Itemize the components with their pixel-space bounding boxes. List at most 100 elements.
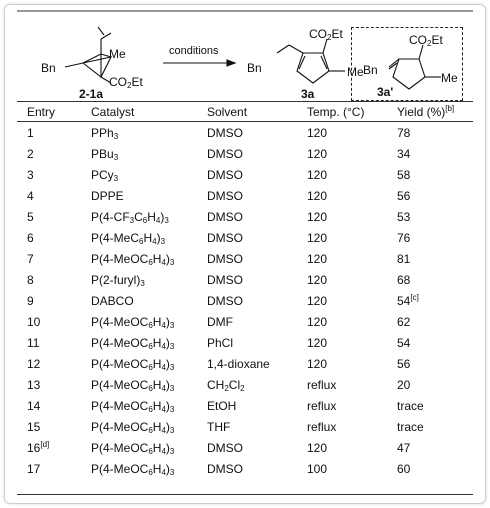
sm-compound-label: 2-1a bbox=[79, 87, 104, 101]
solvent-cell-text: DMSO bbox=[207, 251, 243, 266]
p1-ester-label: CO2Et bbox=[309, 27, 343, 42]
temp-cell: 120 bbox=[307, 332, 397, 353]
table-header-row: Entry Catalyst Solvent Temp. (°C) Yield … bbox=[17, 102, 473, 122]
solvent-cell-text: DMSO bbox=[207, 188, 243, 203]
entry-cell-text: 10 bbox=[27, 314, 41, 329]
temp-cell: 120 bbox=[307, 206, 397, 227]
yield-cell-text: 81 bbox=[397, 251, 411, 266]
temp-cell: 120 bbox=[307, 185, 397, 206]
yield-cell-text: 60 bbox=[397, 461, 411, 476]
entry-cell-text: 11 bbox=[27, 335, 40, 350]
catalyst-cell-text: P(4-MeOC6H4)3 bbox=[91, 398, 175, 414]
temp-cell-text: 120 bbox=[307, 293, 328, 308]
temp-cell: 120 bbox=[307, 290, 397, 311]
solvent-cell: DMF bbox=[207, 311, 307, 332]
catalyst-cell-text: P(4-MeC6H4)3 bbox=[91, 230, 166, 246]
catalyst-cell: DABCO bbox=[91, 290, 207, 311]
temp-cell: 120 bbox=[307, 248, 397, 269]
entry-cell-text: 12 bbox=[27, 356, 41, 371]
yield-cell: 20 bbox=[397, 374, 473, 395]
header-yield-footnote: [b] bbox=[445, 103, 455, 113]
solvent-cell: PhCl bbox=[207, 332, 307, 353]
solvent-cell-text: DMSO bbox=[207, 125, 243, 140]
table-figure: Me Bn CO2Et 2-1a conditions Bn CO2Et Me … bbox=[4, 4, 486, 504]
catalyst-cell: P(4-MeOC6H4)3 bbox=[91, 248, 207, 269]
temp-cell: 120 bbox=[307, 122, 397, 144]
solvent-cell-text: DMSO bbox=[207, 440, 243, 455]
entry-cell: 17 bbox=[17, 458, 91, 479]
entry-cell: 12 bbox=[17, 353, 91, 374]
header-yield-text: Yield (%) bbox=[397, 104, 446, 119]
solvent-cell: DMSO bbox=[207, 437, 307, 458]
catalyst-cell-text: P(4-MeOC6H4)3 bbox=[91, 419, 175, 435]
solvent-cell: THF bbox=[207, 416, 307, 437]
p2-compound-label: 3a' bbox=[377, 85, 394, 99]
sm-methyl-label: Me bbox=[109, 47, 126, 61]
entry-cell: 10 bbox=[17, 311, 91, 332]
catalyst-cell: PPh3 bbox=[91, 122, 207, 144]
solvent-cell-text: PhCl bbox=[207, 335, 234, 350]
entry-cell-text: 4 bbox=[27, 188, 34, 203]
entry-cell: 3 bbox=[17, 164, 91, 185]
entry-cell: 13 bbox=[17, 374, 91, 395]
catalyst-cell-text: P(4-MeOC6H4)3 bbox=[91, 440, 175, 456]
yield-cell: trace bbox=[397, 395, 473, 416]
catalyst-cell: P(4-MeOC6H4)3 bbox=[91, 395, 207, 416]
catalyst-cell-text: PCy3 bbox=[91, 167, 119, 183]
temp-cell: 120 bbox=[307, 437, 397, 458]
catalyst-cell: P(4-MeOC6H4)3 bbox=[91, 374, 207, 395]
temp-cell-text: 120 bbox=[307, 146, 328, 161]
solvent-cell-text: DMSO bbox=[207, 272, 243, 287]
yield-cell: 76 bbox=[397, 227, 473, 248]
temp-cell: 120 bbox=[307, 164, 397, 185]
solvent-cell: DMSO bbox=[207, 206, 307, 227]
solvent-cell-text: 1,4-dioxane bbox=[207, 356, 270, 371]
p2-methyl-label: Me bbox=[441, 71, 458, 85]
catalyst-cell-text: PPh3 bbox=[91, 125, 119, 141]
entry-cell-text: 1 bbox=[27, 125, 34, 140]
solvent-cell-text: DMSO bbox=[207, 167, 243, 182]
p1-benzyl-label: Bn bbox=[247, 61, 262, 75]
temp-cell-text: 120 bbox=[307, 314, 328, 329]
catalyst-cell-text: DABCO bbox=[91, 293, 134, 308]
yield-cell-text: 78 bbox=[397, 125, 411, 140]
entry-cell-text: 5 bbox=[27, 209, 34, 224]
temp-cell-text: 120 bbox=[307, 167, 328, 182]
temp-cell-text: 120 bbox=[307, 356, 328, 371]
temp-cell-text: 120 bbox=[307, 230, 328, 245]
temp-cell: reflux bbox=[307, 374, 397, 395]
sm-ester-label: CO2Et bbox=[109, 75, 143, 90]
header-entry: Entry bbox=[17, 102, 91, 122]
yield-cell: 81 bbox=[397, 248, 473, 269]
solvent-cell: DMSO bbox=[207, 164, 307, 185]
yield-cell-text: trace bbox=[397, 419, 424, 434]
catalyst-cell-text: P(4-MeOC6H4)3 bbox=[91, 356, 175, 372]
temp-cell-text: 120 bbox=[307, 335, 328, 350]
temp-cell-text: reflux bbox=[307, 419, 337, 434]
p2-benzyl-label: Bn bbox=[363, 63, 378, 77]
solvent-cell-text: DMSO bbox=[207, 146, 243, 161]
solvent-cell: DMSO bbox=[207, 122, 307, 144]
yield-cell-footnote: [c] bbox=[410, 292, 419, 302]
yield-cell: 53 bbox=[397, 206, 473, 227]
product-3a-structure bbox=[276, 38, 345, 84]
yield-cell-text: 53 bbox=[397, 209, 411, 224]
yield-cell: 47 bbox=[397, 437, 473, 458]
entry-cell: 7 bbox=[17, 248, 91, 269]
solvent-cell-text: DMF bbox=[207, 314, 233, 329]
catalyst-cell: P(2-furyl)3 bbox=[91, 269, 207, 290]
yield-cell-text: 62 bbox=[397, 314, 411, 329]
entry-cell-text: 17 bbox=[27, 461, 41, 476]
temp-cell-text: reflux bbox=[307, 377, 337, 392]
yield-cell: 34 bbox=[397, 143, 473, 164]
yield-cell-text: 47 bbox=[397, 440, 411, 455]
optimization-table: Entry Catalyst Solvent Temp. (°C) Yield … bbox=[17, 102, 473, 479]
header-catalyst: Catalyst bbox=[91, 102, 207, 122]
